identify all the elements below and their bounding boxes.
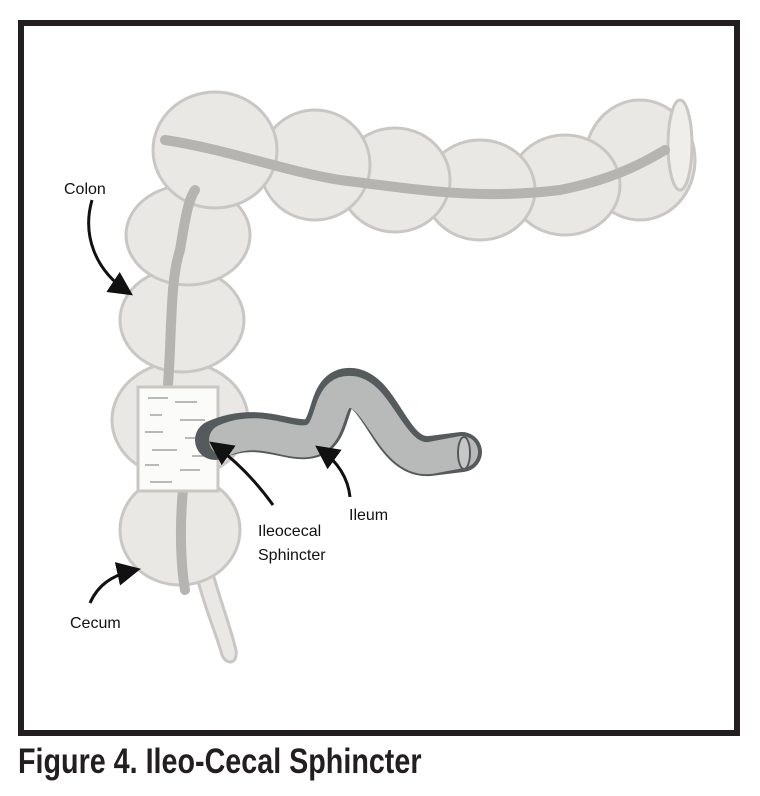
colon-diagram: Colon Ileocecal Sphincter Ileum Cecum bbox=[64, 90, 697, 664]
ileocecal-label-line1: Ileocecal bbox=[258, 523, 321, 540]
appendix bbox=[193, 568, 238, 664]
ileum-label: Ileum bbox=[349, 507, 388, 524]
colon-label: Colon bbox=[64, 181, 106, 198]
colon-lumen bbox=[160, 135, 670, 595]
label-arrows bbox=[87, 199, 352, 604]
cecum-label: Cecum bbox=[70, 615, 121, 632]
ileum bbox=[195, 368, 482, 476]
figure-caption: Figure 4. Ileo-Cecal Sphincter bbox=[18, 742, 422, 781]
ileocecal-label-line2: Sphincter bbox=[258, 547, 326, 564]
